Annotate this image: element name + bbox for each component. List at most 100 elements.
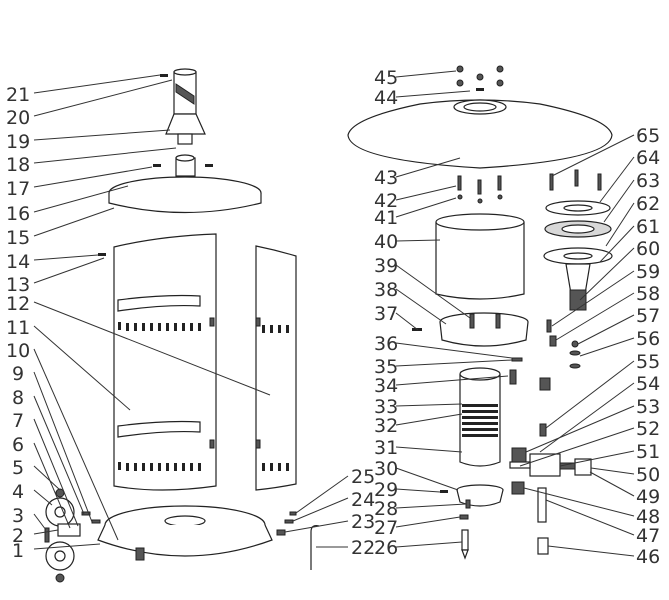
thermocouple: [461, 529, 469, 551]
right-assembly: [347, 65, 613, 560]
nut-44c: [476, 88, 484, 91]
label-17: 17: [6, 178, 30, 200]
side-clip-2: [255, 439, 261, 449]
panel-clip-1: [209, 317, 215, 327]
label-46: 46: [636, 546, 660, 568]
regulator-46: [537, 537, 549, 555]
bolt-42c: [497, 175, 502, 191]
nut-45b: [496, 65, 504, 73]
venturi-shade: [569, 289, 587, 311]
label-6: 6: [12, 434, 24, 456]
label-14: 14: [6, 251, 30, 273]
label-39: 39: [374, 255, 398, 277]
label-10: 10: [6, 340, 30, 362]
burner-base-body: [456, 489, 504, 507]
bolt-42b: [477, 179, 482, 195]
label-33: 33: [374, 396, 398, 418]
reflector-center-inner: [463, 102, 497, 112]
label-29: 29: [374, 479, 398, 501]
label-42: 42: [374, 190, 398, 212]
label-36: 36: [374, 333, 398, 355]
plate-64-inner: [563, 204, 593, 212]
label-37: 37: [374, 303, 398, 325]
burner-62-inner: [563, 252, 593, 260]
bolt-8: [81, 511, 91, 516]
mid-right-leaders: [284, 475, 349, 548]
label-60: 60: [636, 238, 660, 260]
emitter: [459, 374, 501, 467]
label-64: 64: [636, 147, 660, 169]
label-51: 51: [636, 441, 660, 463]
label-22: 22: [351, 537, 375, 559]
label-35: 35: [374, 356, 398, 378]
label-16: 16: [6, 203, 30, 225]
label-27: 27: [374, 517, 398, 539]
label-40: 40: [374, 231, 398, 253]
label-15: 15: [6, 227, 30, 249]
label-18: 18: [6, 154, 30, 176]
igniter-48: [511, 481, 525, 495]
label-28: 28: [374, 498, 398, 520]
label-23: 23: [351, 511, 375, 533]
oring-57: [571, 340, 579, 348]
main-panel: [113, 233, 217, 491]
side-vent-top: [262, 325, 289, 333]
left-leaders: [33, 74, 271, 550]
far-right-labels: 65 64 63 62 61 60 59 58 57 56 55 54 53 5…: [636, 125, 660, 568]
label-38: 38: [374, 279, 398, 301]
label-13: 13: [6, 274, 30, 296]
part-34b: [539, 377, 551, 391]
nut-44a: [456, 79, 464, 87]
label-24: 24: [351, 489, 375, 511]
label-2: 2: [12, 525, 24, 547]
clip-25: [289, 511, 297, 516]
pole-top: [173, 68, 197, 76]
label-5: 5: [12, 457, 24, 479]
screw-65a: [549, 173, 554, 191]
label-12: 12: [6, 293, 30, 315]
clip-24: [284, 519, 294, 524]
burner-ring-body: [439, 321, 529, 347]
emitter-slots: [462, 404, 498, 437]
wheel-bottom-hub: [54, 550, 66, 562]
label-11: 11: [6, 317, 30, 339]
label-59: 59: [636, 261, 660, 283]
clip-23: [276, 529, 286, 536]
label-53: 53: [636, 396, 660, 418]
bracket-38: [469, 313, 475, 329]
wheel-bottom-nut: [55, 573, 65, 583]
side-vent-bottom: [262, 463, 289, 471]
axle-pin: [44, 527, 50, 543]
screw-65c: [597, 173, 602, 191]
burner-63-inner: [561, 224, 595, 234]
label-8: 8: [12, 387, 24, 409]
top-disk-rim: [108, 193, 262, 214]
label-65: 65: [636, 125, 660, 147]
panel-clip-2: [209, 439, 215, 449]
oring-56a: [569, 350, 581, 356]
screw-14: [98, 253, 106, 256]
short-tube-top: [175, 154, 195, 162]
label-55: 55: [636, 351, 660, 373]
label-25: 25: [351, 466, 375, 488]
pole-shading: [175, 83, 195, 105]
center-leaders: [395, 70, 513, 548]
valve-box: [511, 447, 527, 463]
label-44: 44: [374, 87, 398, 109]
tie-rod: [310, 525, 320, 570]
top-screw: [160, 74, 168, 77]
label-34: 34: [374, 375, 398, 397]
part-27: [459, 514, 469, 520]
base-rim: [97, 524, 273, 557]
center-labels: 45 44 43 42 41 40 39 38 37 36 35 34 33 3…: [374, 67, 398, 559]
heat-shield: [435, 222, 525, 300]
label-45: 45: [374, 67, 398, 89]
left-labels: 21 20 19 18 17 16 15 14 13 12 11 10 9 8 …: [6, 84, 30, 562]
label-49: 49: [636, 486, 660, 508]
label-54: 54: [636, 373, 660, 395]
screw-65b: [574, 169, 579, 187]
side-clip-1: [255, 317, 261, 327]
valve-pipe: [509, 461, 531, 469]
oring-56b: [569, 363, 581, 369]
